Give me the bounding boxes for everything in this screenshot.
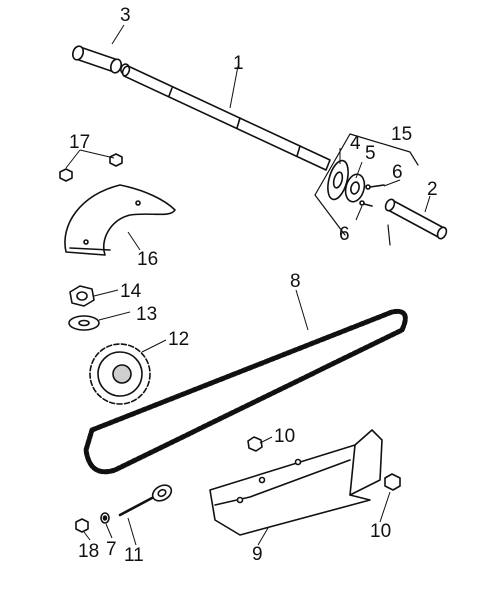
callout-3: 3 (120, 5, 131, 26)
callout-10-lower: 10 (370, 521, 392, 542)
callout-17: 17 (69, 132, 91, 153)
part-4-hub (327, 159, 349, 201)
callout-9: 9 (252, 544, 263, 565)
callout-12: 12 (168, 329, 190, 350)
part-5-coupling (344, 173, 366, 203)
callout-8: 8 (290, 271, 301, 292)
part-17-nut (59, 153, 123, 182)
callout-1: 1 (233, 53, 244, 74)
part-9-bracket (209, 429, 383, 536)
part-6-pin (359, 184, 385, 207)
callout-6-upper: 6 (392, 162, 403, 183)
part-15-group-bracket (314, 133, 419, 246)
part-3-collar (71, 45, 130, 75)
callout-18: 18 (78, 541, 100, 562)
part-12-sprocket (89, 343, 151, 405)
callout-13: 13 (136, 304, 158, 325)
leader-lines (65, 24, 431, 546)
part-2-shaft-end (384, 198, 448, 240)
part-11-eye-bolt (118, 484, 173, 517)
part-1-shaft (121, 65, 331, 171)
callout-11: 11 (124, 545, 144, 566)
callout-16: 16 (137, 249, 159, 270)
callout-4: 4 (350, 133, 361, 154)
callout-6-lower: 6 (339, 224, 350, 245)
part-7-washer (100, 512, 110, 524)
callout-10-upper: 10 (274, 426, 296, 447)
callout-5: 5 (365, 143, 376, 164)
part-10-nut (247, 436, 401, 491)
part-8-chain (83, 308, 408, 475)
part-16-chain-guard (64, 184, 176, 256)
callout-15: 15 (391, 124, 413, 145)
part-18-nut (75, 518, 89, 533)
callout-7: 7 (106, 539, 117, 560)
part-13-washer (68, 315, 100, 331)
callout-14: 14 (120, 281, 142, 302)
callout-2: 2 (427, 179, 438, 200)
part-14-nut (69, 285, 95, 307)
